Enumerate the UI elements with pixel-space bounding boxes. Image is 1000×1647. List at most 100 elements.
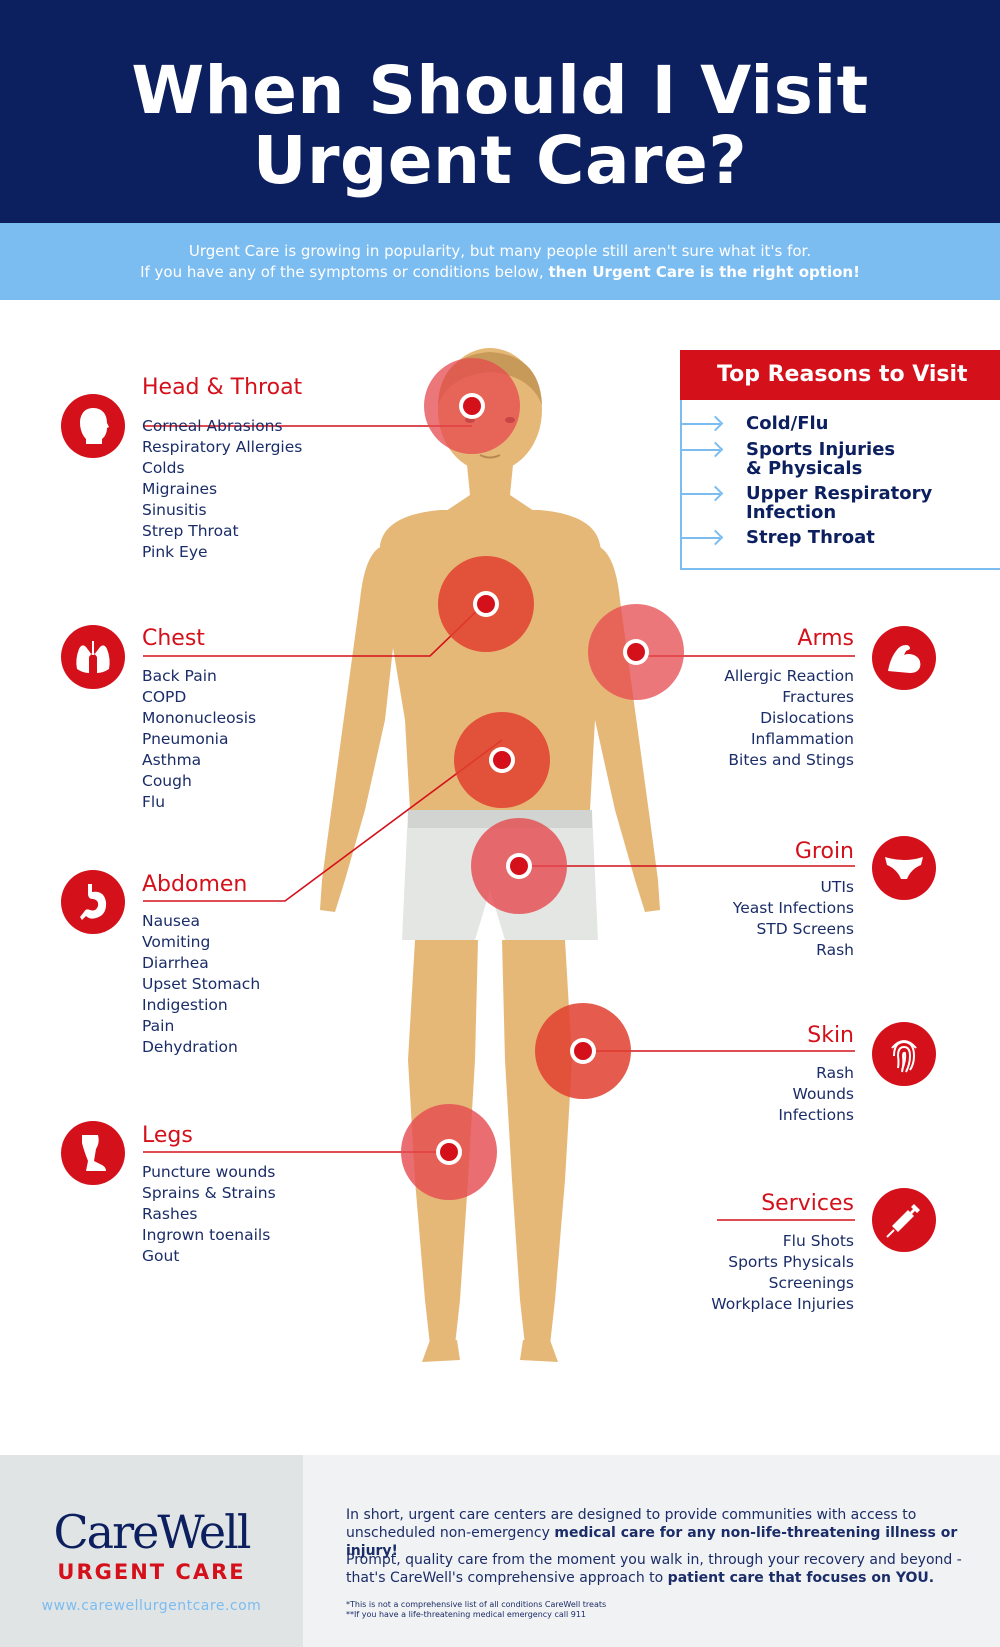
footer: CareWell URGENT CARE www.carewellurgentc… [0, 1455, 1000, 1647]
list-item: Rash [816, 1064, 854, 1082]
list-item: Flu [142, 793, 166, 811]
fingerprint-icon [872, 1022, 936, 1086]
list-item: Rashes [142, 1205, 198, 1223]
list-item: Fractures [782, 688, 854, 706]
website-link[interactable]: www.carewellurgentcare.com [41, 1598, 262, 1614]
list-item: Workplace Injuries [711, 1295, 854, 1313]
hotspot-skin [535, 1003, 631, 1099]
list-item: Migraines [142, 480, 218, 498]
hotspot-legs [401, 1104, 497, 1200]
category-title-head-throat: Head & Throat [142, 375, 303, 400]
list-item: Respiratory Allergies [142, 438, 303, 456]
intro-line-1: Urgent Care is growing in popularity, bu… [188, 242, 812, 260]
top-reasons-box: Top Reasons to Visit Cold/Flu Sports Inj… [680, 350, 1000, 570]
hotspot-chest [438, 556, 534, 652]
list-item: Bites and Stings [728, 751, 854, 769]
leg-icon [61, 1121, 125, 1185]
arrow-icon [682, 449, 720, 451]
list-item: Allergic Reaction [724, 667, 854, 685]
underwear-icon [872, 836, 936, 900]
list-arms: Allergic Reaction Fractures Dislocations… [654, 666, 854, 771]
top-reason-item: Cold/Flu [746, 414, 829, 433]
list-item: Corneal Abrasions [142, 417, 283, 435]
intro-line-2-bold: then Urgent Care is the right option! [548, 263, 860, 281]
top-reasons-title: Top Reasons to Visit [680, 350, 1000, 400]
list-item: Nausea [142, 912, 201, 930]
category-title-chest: Chest [142, 626, 205, 651]
stomach-icon [61, 870, 125, 934]
list-item: UTIs [820, 878, 854, 896]
human-figure [143, 348, 855, 1362]
list-item: Diarrhea [142, 954, 209, 972]
category-title-legs: Legs [142, 1123, 193, 1148]
footer-paragraph-1: In short, urgent care centers are design… [346, 1506, 966, 1560]
list-item: Vomiting [142, 933, 211, 951]
category-title-arms: Arms [797, 626, 854, 651]
list-groin: UTIs Yeast Infections STD Screens Rash [654, 877, 854, 961]
top-reason-text: Upper Respiratory [746, 483, 933, 504]
list-item: Colds [142, 459, 185, 477]
logo-wordmark: CareWell [53, 1505, 251, 1559]
list-item: Ingrown toenails [142, 1226, 271, 1244]
list-item: Asthma [142, 751, 202, 769]
top-reason-text: Strep Throat [746, 527, 875, 548]
intro-line-2: If you have any of the symptoms or condi… [0, 262, 1000, 283]
hotspot-arms [588, 604, 684, 700]
footer-bold-text: medical care for any non-life-threatenin… [346, 1525, 958, 1559]
footer-paragraph-2: Prompt, quality care from the moment you… [346, 1551, 966, 1587]
footer-text: In short, urgent care centers are design… [346, 1507, 917, 1541]
list-item: STD Screens [756, 920, 854, 938]
hotspots [401, 358, 684, 1200]
lungs-icon [61, 625, 125, 689]
hotspot-abdomen [454, 712, 550, 808]
category-title-groin: Groin [794, 839, 854, 864]
title-banner: When Should I Visit Urgent Care? [0, 0, 1000, 223]
list-skin: Rash Wounds Infections [654, 1063, 854, 1126]
body-diagram-area: Top Reasons to Visit Cold/Flu Sports Inj… [0, 300, 1000, 1455]
list-item: Back Pain [142, 667, 217, 685]
list-item: Mononucleosis [142, 709, 257, 727]
list-item: Dislocations [760, 709, 854, 727]
list-item: Rash [816, 941, 854, 959]
hotspot-groin [471, 818, 567, 914]
list-item: COPD [142, 688, 187, 706]
top-reason-text: Sports Injuries [746, 439, 896, 460]
hotspot-head [424, 358, 520, 454]
list-chest: Back Pain COPD Mononucleosis Pneumonia A… [142, 666, 256, 813]
footer-bold-text: patient care that focuses on YOU. [667, 1570, 935, 1586]
top-reason-item: Sports Injuries& Physicals [746, 440, 895, 478]
list-item: Dehydration [142, 1038, 238, 1056]
arrow-icon [682, 423, 720, 425]
footer-logo-panel: CareWell URGENT CARE www.carewellurgentc… [0, 1455, 303, 1647]
list-legs: Puncture wounds Sprains & Strains Rashes… [142, 1162, 276, 1267]
list-head-throat: Corneal Abrasions Respiratory Allergies … [142, 416, 302, 563]
footnote-2: **If you have a life-threatening medical… [346, 1610, 587, 1619]
list-item: Upset Stomach [142, 975, 261, 993]
syringe-icon [872, 1188, 936, 1252]
arrow-icon [682, 537, 720, 539]
list-item: Pain [142, 1017, 175, 1035]
top-reasons-frame [680, 400, 1000, 570]
footer-text: Prompt, quality care from the moment you… [346, 1552, 962, 1586]
category-title-abdomen: Abdomen [142, 872, 248, 897]
list-item: Sprains & Strains [142, 1184, 276, 1202]
list-abdomen: Nausea Vomiting Diarrhea Upset Stomach I… [142, 911, 260, 1058]
list-item: Pink Eye [142, 543, 208, 561]
top-reason-text: Infection [746, 502, 837, 523]
list-item: Gout [142, 1247, 180, 1265]
list-item: Pneumonia [142, 730, 229, 748]
list-item: Cough [142, 772, 192, 790]
list-item: Indigestion [142, 996, 228, 1014]
arrow-icon [682, 493, 720, 495]
category-title-skin: Skin [807, 1023, 854, 1048]
list-item: Flu Shots [782, 1232, 854, 1250]
title-line-2: Urgent Care? [252, 122, 748, 199]
list-item: Sports Physicals [728, 1253, 854, 1271]
intro-bar: Urgent Care is growing in popularity, bu… [0, 223, 1000, 300]
list-item: Puncture wounds [142, 1163, 276, 1181]
head-icon [61, 394, 125, 458]
list-item: Strep Throat [142, 522, 239, 540]
category-title-services: Services [761, 1191, 854, 1216]
top-reason-text: Cold/Flu [746, 413, 829, 434]
